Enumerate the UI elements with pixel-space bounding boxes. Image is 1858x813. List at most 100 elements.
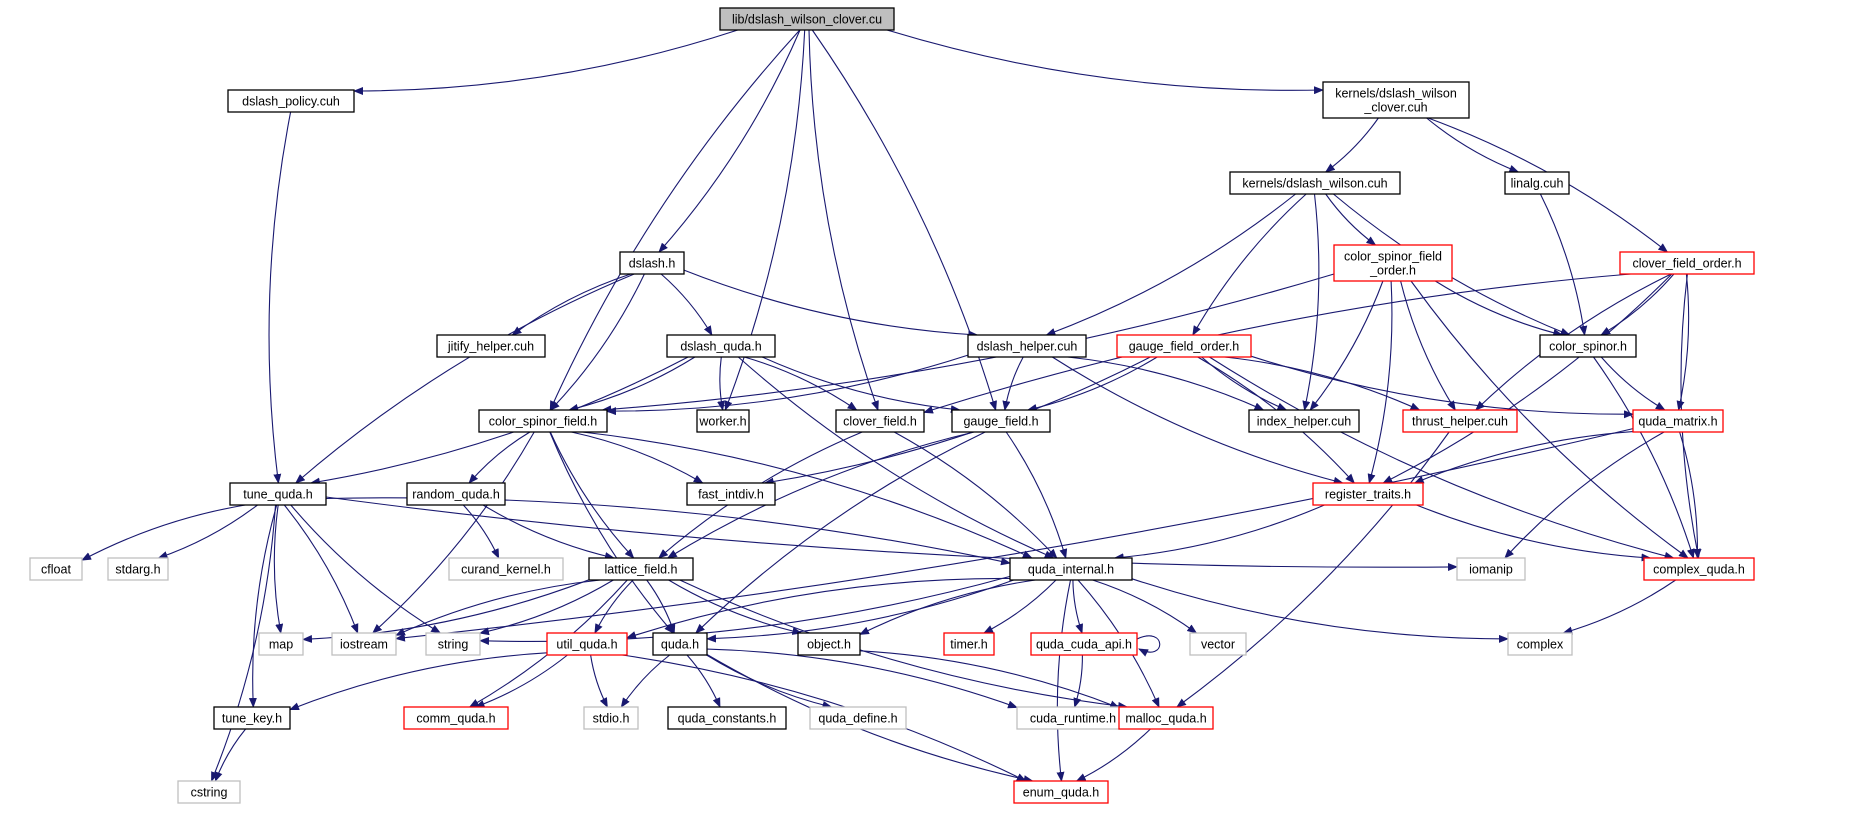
- node-malloc_quda[interactable]: malloc_quda.h: [1118, 706, 1214, 730]
- node-string[interactable]: string: [425, 632, 481, 656]
- node-dslash_h[interactable]: dslash.h: [619, 251, 685, 275]
- node-cuda_runtime[interactable]: cuda_runtime.h: [1016, 706, 1130, 730]
- edge-quda_matrix-to-complex_quda: [1679, 431, 1702, 559]
- node-label: gauge_field.h: [963, 415, 1038, 429]
- node-random_quda[interactable]: random_quda.h: [406, 482, 506, 506]
- node-enum_quda[interactable]: enum_quda.h: [1013, 780, 1109, 804]
- node-iomanip[interactable]: iomanip: [1456, 557, 1526, 581]
- node-label: dslash_quda.h: [680, 340, 761, 354]
- node-label: complex: [1517, 638, 1564, 652]
- node-color_spinor[interactable]: color_spinor.h: [1539, 334, 1637, 358]
- node-box: [1402, 409, 1518, 433]
- node-tune_quda[interactable]: tune_quda.h: [229, 482, 327, 506]
- node-util_quda[interactable]: util_quda.h: [546, 632, 628, 656]
- edge-thrust_helper-to-malloc_quda: [1176, 431, 1450, 708]
- edge-lattice_field-to-string: [479, 579, 614, 636]
- edge-dslash_h-to-dslash_helper: [683, 269, 979, 339]
- node-gauge_field[interactable]: gauge_field.h: [951, 409, 1051, 433]
- node-cfo[interactable]: clover_field_order.h: [1619, 251, 1755, 275]
- node-cstring[interactable]: cstring: [177, 780, 241, 804]
- node-label: map: [269, 638, 293, 652]
- edge-tune_quda-to-map: [273, 504, 284, 634]
- edge-dslash_helper-to-gauge_field: [1002, 356, 1024, 411]
- node-label: quda_constants.h: [678, 712, 777, 726]
- node-csf[interactable]: color_spinor_field.h: [478, 409, 608, 433]
- node-cfloat[interactable]: cfloat: [29, 557, 83, 581]
- node-dslash_helper[interactable]: dslash_helper.cuh: [967, 334, 1087, 358]
- node-box: [448, 557, 564, 581]
- edge-quda_matrix-to-iostream: [395, 428, 1634, 642]
- node-vector[interactable]: vector: [1189, 632, 1247, 656]
- node-fast_intdiv[interactable]: fast_intdiv.h: [686, 482, 776, 506]
- node-timer[interactable]: timer.h: [943, 632, 995, 656]
- node-box: [436, 334, 546, 358]
- node-label: random_quda.h: [412, 488, 500, 502]
- edge-tune_quda-to-iostream: [283, 504, 359, 634]
- node-index_helper[interactable]: index_helper.cuh: [1248, 409, 1360, 433]
- node-label: _order.h: [1369, 264, 1416, 278]
- edge-quda_h-to-cuda_runtime: [706, 648, 1018, 709]
- node-dslash_quda[interactable]: dslash_quda.h: [666, 334, 776, 358]
- edge-csfo-to-color_spinor: [1435, 280, 1564, 337]
- node-thrust_helper[interactable]: thrust_helper.cuh: [1402, 409, 1518, 433]
- edge-quda_internal-to-timer: [983, 579, 1057, 634]
- edge-csf-to-quda_h: [549, 431, 674, 634]
- node-stdio[interactable]: stdio.h: [583, 706, 639, 730]
- node-complex_quda[interactable]: complex_quda.h: [1643, 557, 1755, 581]
- node-kernels_dw[interactable]: kernels/dslash_wilson.cuh: [1229, 171, 1401, 195]
- node-label: iostream: [340, 638, 388, 652]
- node-label: index_helper.cuh: [1257, 415, 1352, 429]
- node-lattice_field[interactable]: lattice_field.h: [588, 557, 694, 581]
- node-box: [967, 334, 1087, 358]
- edge-cfo-to-register_traits: [1382, 273, 1673, 484]
- node-box: [797, 632, 861, 656]
- edge-csf-to-iostream: [372, 431, 535, 634]
- node-jitify[interactable]: jitify_helper.cuh: [436, 334, 546, 358]
- node-quda_matrix[interactable]: quda_matrix.h: [1632, 409, 1724, 433]
- node-root[interactable]: lib/dslash_wilson_clover.cu: [719, 7, 895, 31]
- node-box: [583, 706, 639, 730]
- edge-register_traits-to-quda_internal: [1113, 504, 1325, 562]
- edge-color_spinor-to-quda_matrix: [1600, 356, 1666, 411]
- edge-dslash_h-to-csf: [549, 273, 645, 411]
- edge-csfo-to-register_traits: [1367, 280, 1393, 484]
- node-quda_h[interactable]: quda.h: [652, 632, 708, 656]
- node-tune_key[interactable]: tune_key.h: [213, 706, 291, 730]
- edge-quda_h-to-quda_define: [706, 654, 833, 709]
- node-quda_cuda_api[interactable]: quda_cuda_api.h: [1030, 632, 1138, 656]
- node-object[interactable]: object.h: [797, 632, 861, 656]
- node-label: vector: [1201, 638, 1235, 652]
- node-comm_quda[interactable]: comm_quda.h: [403, 706, 509, 730]
- node-box: [619, 251, 685, 275]
- node-box: [406, 482, 506, 506]
- node-worker[interactable]: worker.h: [696, 409, 750, 433]
- edge-cfo-to-thrust_helper: [1475, 273, 1672, 411]
- node-gfo[interactable]: gauge_field_order.h: [1116, 334, 1252, 358]
- node-quda_constants[interactable]: quda_constants.h: [667, 706, 787, 730]
- node-label: dslash.h: [629, 257, 676, 271]
- node-quda_define[interactable]: quda_define.h: [809, 706, 907, 730]
- node-quda_internal[interactable]: quda_internal.h: [1009, 557, 1133, 581]
- node-dslash_policy[interactable]: dslash_policy.cuh: [227, 89, 355, 113]
- node-kernels_dwc[interactable]: kernels/dslash_wilson_clover.cuh: [1322, 81, 1470, 119]
- edge-linalg-to-color_spinor: [1539, 193, 1588, 336]
- node-label: clover_field_order.h: [1632, 257, 1741, 271]
- node-iostream[interactable]: iostream: [331, 632, 397, 656]
- edge-dslash_policy-to-tune_quda: [268, 111, 292, 484]
- node-clover_field[interactable]: clover_field.h: [835, 409, 925, 433]
- edge-tune_quda-to-iomanip: [325, 496, 1458, 571]
- node-register_traits[interactable]: register_traits.h: [1312, 482, 1424, 506]
- node-stdarg[interactable]: stdarg.h: [107, 557, 169, 581]
- node-map[interactable]: map: [258, 632, 304, 656]
- node-box: [1643, 557, 1755, 581]
- node-linalg[interactable]: linalg.cuh: [1504, 171, 1570, 195]
- node-csfo[interactable]: color_spinor_field_order.h: [1333, 244, 1453, 282]
- node-label: quda_matrix.h: [1638, 415, 1717, 429]
- node-complex[interactable]: complex: [1507, 632, 1573, 656]
- edge-quda_internal-to-object: [859, 579, 1036, 635]
- node-curand[interactable]: curand_kernel.h: [448, 557, 564, 581]
- node-box: [227, 89, 355, 113]
- edge-quda_matrix-to-register_traits: [1413, 431, 1634, 484]
- node-label: enum_quda.h: [1023, 786, 1100, 800]
